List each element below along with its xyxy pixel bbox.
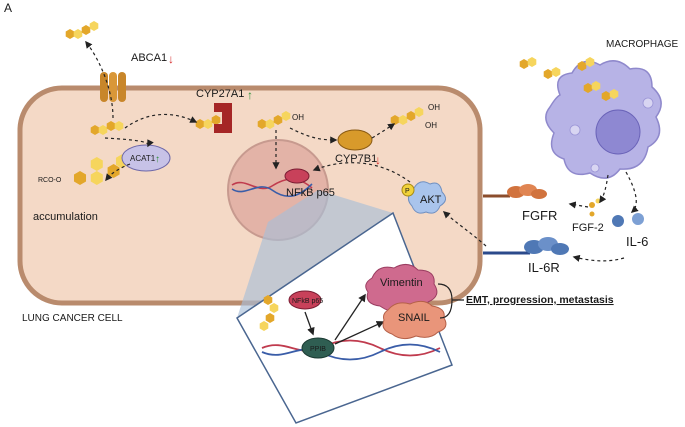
arrow-macrophage-to-il6 (625, 171, 639, 213)
akt-label: AKT (420, 194, 442, 206)
cyp27a1-enzyme (214, 103, 232, 133)
fgfr-label: FGFR (522, 208, 557, 223)
arrow-cholesterol-efflux (85, 40, 114, 119)
inset-dna (261, 339, 441, 361)
acat1-label: ACAT1 (130, 154, 156, 163)
macrophage-nucleus (595, 109, 641, 155)
lung-cancer-cell-label: LUNG CANCER CELL (22, 313, 123, 324)
panel-letter: A (4, 1, 12, 15)
fgf2-label: FGF-2 (572, 222, 604, 234)
inset-nfkb-label: NFkB p65 (292, 298, 323, 305)
akt-protein (408, 181, 446, 214)
inset-nfkb-complex (288, 290, 322, 310)
il6r-receptor (524, 237, 569, 255)
nfkb-p65-complex (284, 168, 310, 184)
arrow-acat1-to-ester (105, 163, 131, 182)
arrow-il6r-to-akt (442, 211, 487, 247)
emt-label: EMT, progression, metastasis (466, 294, 614, 306)
accumulation-label: accumulation (33, 211, 98, 223)
macrophage-vesicle-2 (642, 97, 654, 109)
ppib-label: PPIB (310, 346, 326, 353)
abca1-label: ABCA1 (131, 52, 167, 64)
oh-label-2: OH (428, 103, 440, 112)
arrow-to-cyp7b1 (289, 127, 338, 144)
fgfr-receptor (507, 184, 547, 199)
vimentin-protein (365, 264, 438, 312)
macrophage-vesicle (569, 124, 581, 136)
oh-label-1: OH (292, 113, 304, 122)
acat1-up-arrow: ↑ (155, 154, 160, 165)
arrow-fgf2-to-fgfr (568, 201, 589, 209)
acat1-enzyme (121, 144, 171, 172)
cyp7b1-label: CYP7B1 (335, 153, 377, 165)
snail-protein (382, 300, 447, 340)
il6r-label: IL-6R (528, 260, 560, 275)
fgf2-ligand-3 (589, 211, 595, 217)
il6-ligand (612, 215, 624, 227)
arrow-akt-to-nfkb (312, 162, 411, 183)
phosphate-group (401, 183, 415, 197)
vimentin-label: Vimentin (380, 277, 423, 289)
arrow-cyp7b1-to-product (371, 123, 396, 139)
macrophage-vesicle-3 (590, 163, 600, 173)
arrow-ppib-to-vimentin (334, 293, 366, 341)
cyp7b1-enzyme (337, 129, 373, 151)
emt-bracket (437, 283, 464, 319)
cholesterol-molecule-top (65, 21, 99, 39)
zoom-cone (237, 190, 393, 318)
arrow-to-cyp27a1 (124, 113, 198, 129)
abca1-down-arrow: ↓ (168, 52, 174, 66)
phosphate-label: P (405, 188, 410, 195)
ppib-protein (301, 337, 335, 359)
il6-label: IL-6 (626, 234, 648, 249)
il6-ligand-2 (632, 213, 644, 225)
rco-o-label: RCO-O (38, 177, 62, 184)
arrow-ppib-to-snail (334, 321, 385, 345)
arrow-il6-to-il6r (572, 254, 625, 262)
abca1-transporter (100, 72, 126, 102)
fgf2-ligand (589, 202, 595, 208)
arrow-to-acat1 (104, 137, 154, 148)
cyp27a1-up-arrow: ↑ (247, 88, 253, 102)
oh-label-3: OH (425, 121, 437, 130)
snail-label: SNAIL (398, 312, 430, 324)
nucleus-dna-2 (231, 183, 313, 197)
macrophage-label: MACROPHAGE (606, 39, 679, 50)
nfkb-p65-label: NFkB p65 (286, 187, 335, 199)
fgf2-ligand-2 (595, 198, 601, 204)
cyp27a1-label: CYP27A1 (196, 88, 244, 100)
arrow-nfkb-to-ppib (304, 311, 315, 336)
cyp7b1-down-arrow: ↓ (375, 153, 381, 167)
arrow-macrophage-to-fgf2 (599, 174, 609, 204)
